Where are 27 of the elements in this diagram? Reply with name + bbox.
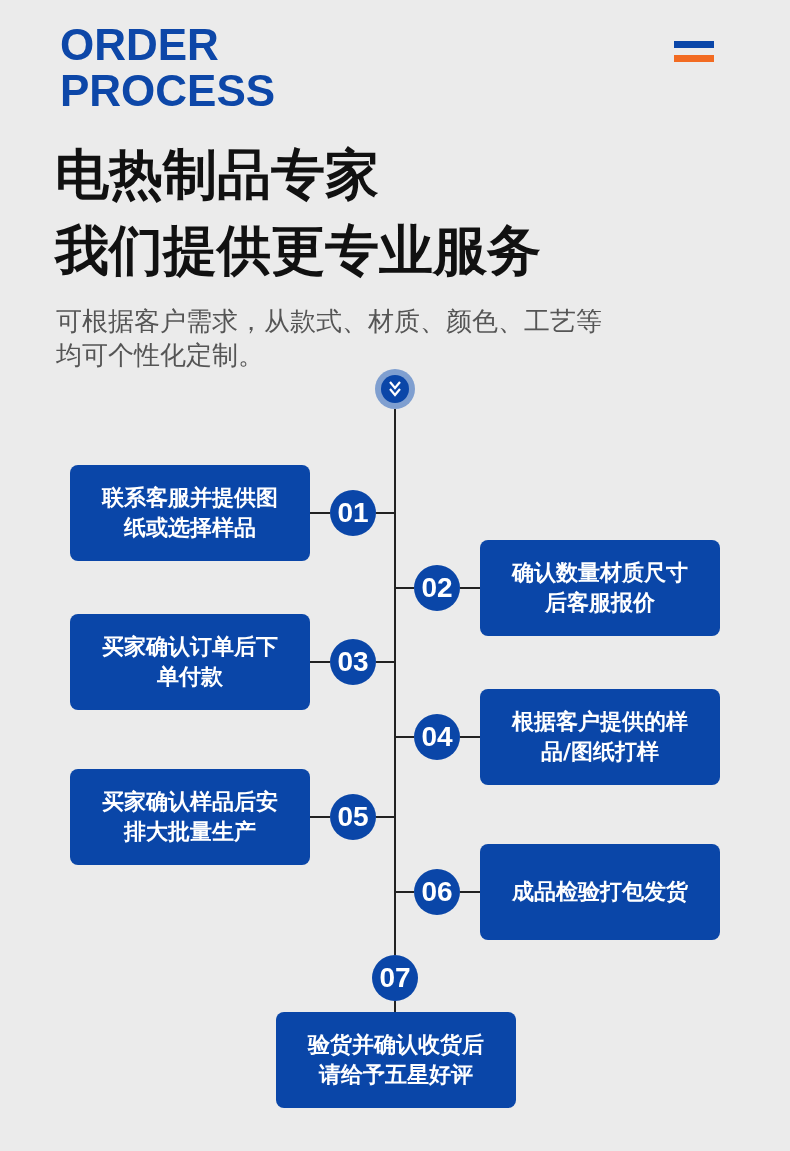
step-number-circle: 04	[414, 714, 460, 760]
step-box: 验货并确认收货后请给予五星好评	[276, 1012, 516, 1108]
connector-line	[309, 512, 331, 514]
connector-line	[394, 1000, 396, 1013]
connector-line	[459, 891, 481, 893]
step-box: 联系客服并提供图纸或选择样品	[70, 465, 310, 561]
connector-line	[459, 587, 481, 589]
step-number-circle: 02	[414, 565, 460, 611]
connector-line	[459, 736, 481, 738]
headline: 我们提供更专业服务	[55, 218, 542, 284]
step-number-circle: 05	[330, 794, 376, 840]
step-number-circle: 01	[330, 490, 376, 536]
intro-text: 可根据客户需求，从款式、材质、颜色、工艺等均可个性化定制。	[56, 305, 603, 372]
step-number-circle: 07	[372, 955, 418, 1001]
connector-line	[394, 891, 415, 956]
step-box: 确认数量材质尺寸后客服报价	[480, 540, 720, 636]
headline: 电热制品专家	[55, 142, 380, 208]
step-box: 成品检验打包发货	[480, 844, 720, 940]
connector-line	[309, 816, 331, 818]
step-box: 买家确认订单后下单付款	[70, 614, 310, 710]
step-number-circle: 06	[414, 869, 460, 915]
heading: ORDER PROCESS	[60, 22, 277, 114]
step-box: 根据客户提供的样品/图纸打样	[480, 689, 720, 785]
connector-line	[309, 661, 331, 663]
step-number-circle: 03	[330, 639, 376, 685]
step-box: 买家确认样品后安排大批量生产	[70, 769, 310, 865]
chevron-down-icon	[375, 369, 415, 409]
